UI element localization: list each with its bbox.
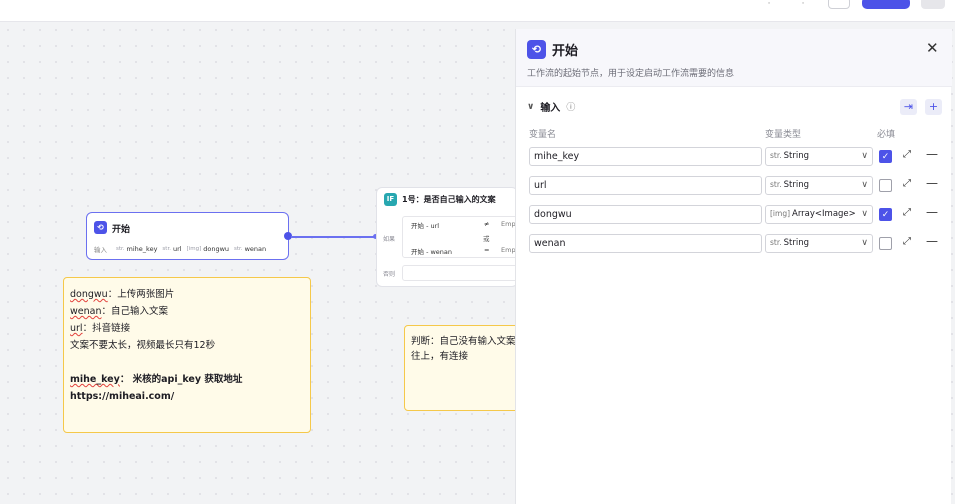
info-icon[interactable]: ⓘ <box>566 103 576 113</box>
publish-button[interactable] <box>862 0 910 9</box>
note-line: wenan：自己输入文案 <box>70 306 168 317</box>
note-line: dongwu：上传两张图片 <box>70 289 175 300</box>
or-label: 或 <box>483 235 490 243</box>
toolbar-icon-1[interactable]: · <box>767 0 771 9</box>
remove-icon[interactable]: — <box>926 205 938 219</box>
variable-row: str.String∨ ⤢ — <box>529 176 939 196</box>
variable-name-input[interactable] <box>529 234 762 253</box>
note-line <box>70 354 304 371</box>
remove-icon[interactable]: — <box>926 176 938 190</box>
comment-note-2[interactable]: 判断：自己没有输入文案 往上，有连接 <box>404 325 520 411</box>
comment-note-1[interactable]: dongwu：上传两张图片 wenan：自己输入文案 url：抖音链接 文案不要… <box>63 277 311 433</box>
panel-description: 工作流的起始节点，用于设定启动工作流需要的信息 <box>527 69 735 79</box>
variable-type-select[interactable]: [img]Array<Image>∨ <box>765 205 873 224</box>
variable-row: str.String∨ ⤢ — <box>529 234 939 254</box>
toolbar-square-button[interactable] <box>828 0 850 9</box>
note-line: url：抖音链接 <box>70 323 131 334</box>
variable-type-select[interactable]: str.String∨ <box>765 147 873 166</box>
note-line: 文案不要太长，视频最长只有12秒 <box>70 340 216 351</box>
variable-type-select[interactable]: str.String∨ <box>765 176 873 195</box>
start-icon: ⟲ <box>94 221 107 234</box>
variable-row: str.String∨ ✓ ⤢ — <box>529 147 939 167</box>
note-link: https://miheai.com/ <box>70 391 175 402</box>
start-output-port[interactable] <box>284 232 292 240</box>
condition-row: 开始 - url ≠ Empt <box>411 220 519 230</box>
node-config-panel: ⟲ 开始 ✕ 工作流的起始节点，用于设定启动工作流需要的信息 ∨ 输入 ⓘ ⇥ … <box>515 29 952 504</box>
remove-icon[interactable]: — <box>926 147 938 161</box>
required-checkbox[interactable] <box>879 179 892 192</box>
else-branch <box>402 265 519 281</box>
note-line: 往上，有连接 <box>411 351 469 362</box>
top-toolbar: · · <box>0 0 955 22</box>
variable-name-input[interactable] <box>529 176 762 195</box>
required-checkbox[interactable] <box>879 237 892 250</box>
start-node-title: 开始 <box>112 225 131 235</box>
input-section-toggle[interactable]: ∨ 输入 ⓘ <box>527 99 576 115</box>
variable-row: [img]Array<Image>∨ ✓ ⤢ — <box>529 205 939 225</box>
col-header-type: 变量类型 <box>765 130 802 140</box>
panel-header: ⟲ 开始 ✕ 工作流的起始节点，用于设定启动工作流需要的信息 <box>516 29 952 87</box>
output-chip: str.wenan <box>234 245 267 253</box>
required-checkbox[interactable]: ✓ <box>879 208 892 221</box>
toolbar-icon-2[interactable]: · <box>801 0 805 9</box>
expand-icon[interactable]: ⤢ <box>903 236 911 247</box>
output-chip: [img]dongwu <box>186 245 230 253</box>
remove-icon[interactable]: — <box>926 234 938 248</box>
start-node-outputs: 输入 str.mihe_key str.url [img]dongwu str.… <box>94 244 266 254</box>
expand-icon[interactable]: ⤢ <box>903 207 911 218</box>
col-header-name: 变量名 <box>529 130 557 140</box>
variable-name-input[interactable] <box>529 205 762 224</box>
if-label: 如果 <box>383 236 396 243</box>
expand-icon[interactable]: ⤢ <box>903 149 911 160</box>
output-chip: str.mihe_key <box>116 245 158 253</box>
condition-node[interactable]: IF 1号：是否自己输入的文案 如果 开始 - url ≠ Empt 或 开始 … <box>376 187 519 287</box>
else-label: 否则 <box>383 271 396 278</box>
toolbar-more-button[interactable] <box>921 0 945 9</box>
variable-name-input[interactable] <box>529 147 762 166</box>
condition-node-title: 1号：是否自己输入的文案 <box>402 195 496 204</box>
output-chip: str.url <box>162 245 182 253</box>
variable-type-select[interactable]: str.String∨ <box>765 234 873 253</box>
condition-row: 开始 - wenan = Empt <box>411 246 519 256</box>
close-icon[interactable]: ✕ <box>926 39 939 57</box>
expand-icon[interactable]: ⤢ <box>903 178 911 189</box>
if-input-port[interactable] <box>373 234 378 239</box>
output-label: 输入 <box>94 246 107 254</box>
note-line: mihe_key： 米核的api_key 获取地址 <box>70 374 243 385</box>
import-button[interactable]: ⇥ <box>900 99 917 115</box>
panel-title: 开始 <box>552 44 579 59</box>
start-node[interactable]: ⟲ 开始 输入 str.mihe_key str.url [img]dongwu… <box>86 212 289 260</box>
if-icon: IF <box>384 193 397 206</box>
col-header-required: 必填 <box>877 130 896 140</box>
start-icon: ⟲ <box>527 40 546 59</box>
connection-edge[interactable] <box>291 236 375 238</box>
required-checkbox[interactable]: ✓ <box>879 150 892 163</box>
section-title: 输入 <box>540 103 561 114</box>
note-line: 判断：自己没有输入文案 <box>411 336 516 347</box>
condition-group: 开始 - url ≠ Empt 或 开始 - wenan = Empt <box>402 216 519 258</box>
chevron-down-icon[interactable]: ∨ <box>527 101 535 112</box>
add-variable-button[interactable]: + <box>925 99 942 115</box>
